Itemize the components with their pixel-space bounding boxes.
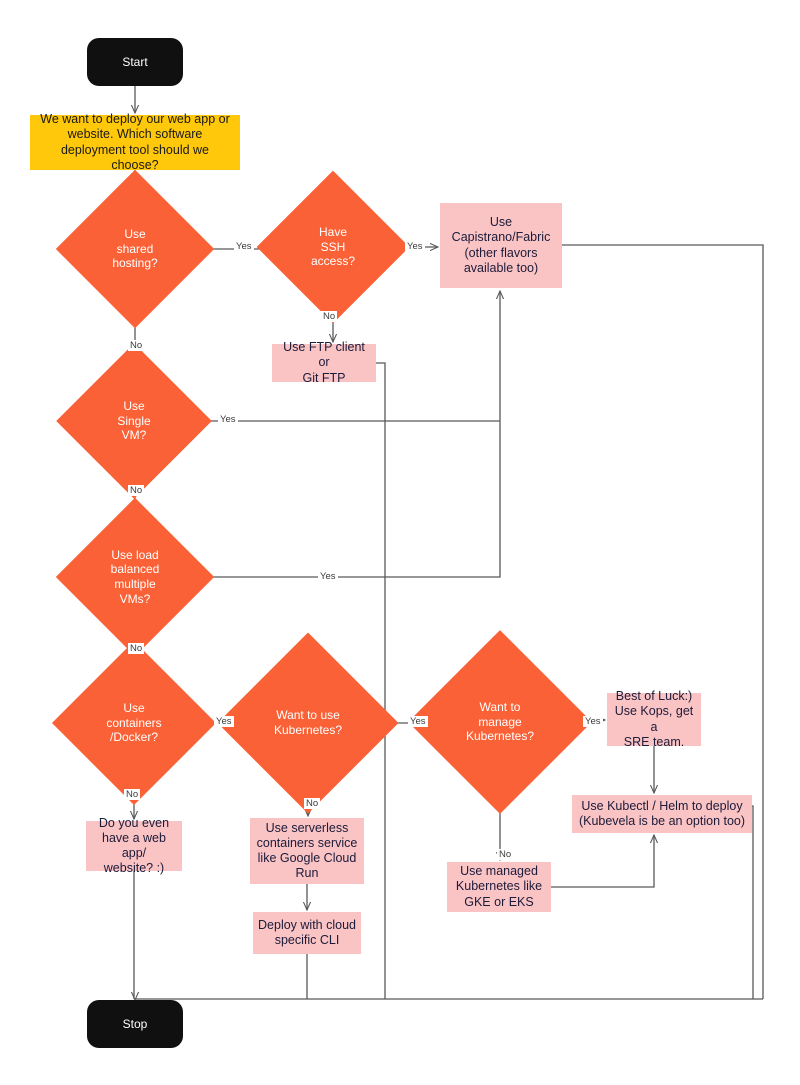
node-webapp[interactable]: Do you even have a web app/ website? :) bbox=[86, 816, 182, 875]
node-question[interactable]: We want to deploy our web app or website… bbox=[30, 112, 240, 172]
node-label-webapp: Do you even have a web app/ website? :) bbox=[98, 815, 170, 876]
node-label-containers: Use containers /Docker? bbox=[106, 701, 162, 745]
node-k8s_manage[interactable]: Want to manage Kubernetes? bbox=[408, 630, 592, 814]
node-label-kubectl: Use Kubectl / Helm to deploy (Kubevela i… bbox=[578, 798, 746, 828]
edge-label-ssh-yes: Yes bbox=[405, 241, 425, 252]
node-ssh[interactable]: Have SSH access? bbox=[256, 170, 410, 324]
edge-label-shared-yes: Yes bbox=[234, 241, 254, 252]
edge-label-lbvms-no: No bbox=[128, 643, 145, 654]
edge-label-k8suse-no: No bbox=[304, 798, 321, 809]
node-capistrano[interactable]: Use Capistrano/Fabric (other flavors ava… bbox=[440, 203, 562, 288]
node-label-kops: Best of Luck:) Use Kops, get a SRE team. bbox=[614, 689, 694, 749]
node-label-question: We want to deploy our web app or website… bbox=[40, 112, 230, 172]
node-label-capistrano: Use Capistrano/Fabric (other flavors ava… bbox=[451, 215, 551, 275]
node-label-managed_k8s: Use managed Kubernetes like GKE or EKS bbox=[455, 864, 543, 909]
edge-lbvms-capistrano bbox=[191, 421, 501, 578]
edge-label-k8suse-yes: Yes bbox=[408, 716, 428, 727]
node-ftp[interactable]: Use FTP client or Git FTP bbox=[272, 340, 376, 385]
edge-label-k8smanage-no: No bbox=[497, 849, 514, 860]
node-singlevm[interactable]: Use Single VM? bbox=[56, 343, 212, 499]
node-cloudcli[interactable]: Deploy with cloud specific CLI bbox=[253, 912, 361, 954]
edge-managedk8s-kubectl bbox=[551, 835, 654, 888]
node-shared[interactable]: Use shared hosting? bbox=[55, 169, 215, 329]
node-label-stop: Stop bbox=[122, 1016, 148, 1031]
node-k8s_use[interactable]: Want to use Kubernetes? bbox=[217, 632, 399, 814]
edge-label-lbvms-yes: Yes bbox=[318, 571, 338, 582]
node-label-ftp: Use FTP client or Git FTP bbox=[283, 340, 365, 385]
node-lbvms[interactable]: Use load balanced multiple VMs? bbox=[55, 497, 215, 657]
edge-label-ssh-no: No bbox=[321, 311, 338, 322]
edge-ftp-stop bbox=[376, 362, 386, 999]
node-serverless[interactable]: Use serverless containers service like G… bbox=[250, 818, 364, 884]
edge-label-k8smanage-yes: Yes bbox=[583, 716, 603, 727]
node-label-serverless: Use serverless containers service like G… bbox=[256, 820, 358, 881]
node-label-singlevm: Use Single VM? bbox=[117, 399, 151, 443]
node-stop[interactable]: Stop bbox=[87, 1000, 183, 1048]
node-label-k8s_manage: Want to manage Kubernetes? bbox=[465, 700, 535, 744]
node-label-lbvms: Use load balanced multiple VMs? bbox=[110, 547, 160, 606]
node-label-cloudcli: Deploy with cloud specific CLI bbox=[258, 917, 356, 947]
node-managed_k8s[interactable]: Use managed Kubernetes like GKE or EKS bbox=[447, 862, 551, 912]
node-kubectl[interactable]: Use Kubectl / Helm to deploy (Kubevela i… bbox=[572, 795, 752, 833]
edge-label-singlevm-yes: Yes bbox=[218, 414, 238, 425]
edge-label-containers-no: No bbox=[124, 789, 141, 800]
edge-label-containers-yes: Yes bbox=[214, 716, 234, 727]
node-kops[interactable]: Best of Luck:) Use Kops, get a SRE team. bbox=[607, 689, 701, 749]
node-label-ssh: Have SSH access? bbox=[310, 225, 356, 269]
node-start[interactable]: Start bbox=[87, 38, 183, 86]
edge-capistrano-stop bbox=[562, 244, 764, 999]
node-containers[interactable]: Use containers /Docker? bbox=[51, 640, 217, 806]
node-label-k8s_use: Want to use Kubernetes? bbox=[273, 708, 343, 737]
edge-label-singlevm-no: No bbox=[128, 485, 145, 496]
edge-label-shared-no: No bbox=[128, 340, 145, 351]
node-label-shared: Use shared hosting? bbox=[112, 227, 158, 271]
edge-kubectl-stop bbox=[752, 805, 754, 999]
node-label-start: Start bbox=[122, 54, 148, 69]
